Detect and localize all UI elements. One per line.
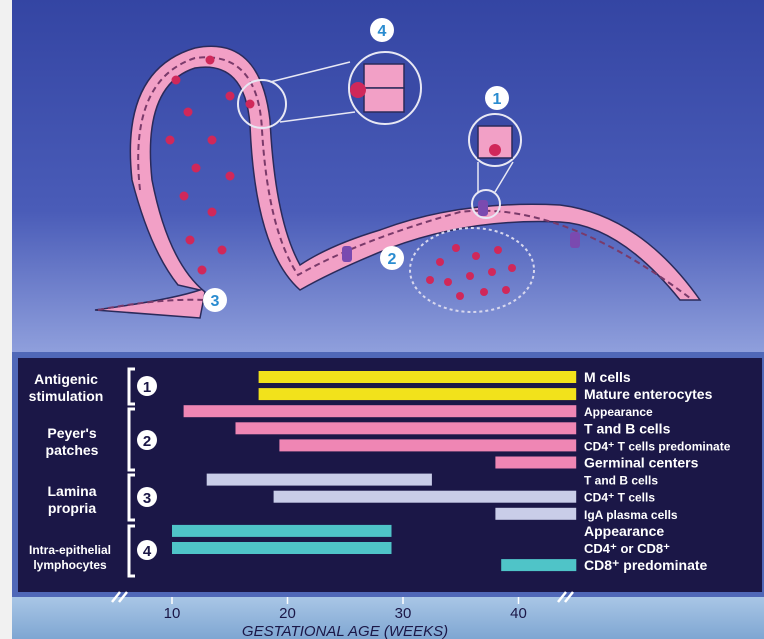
timeline-bar (259, 388, 577, 400)
intraepithelial-lymphocyte (350, 82, 366, 98)
bar-label: IgA plasma cells (584, 508, 678, 522)
x-tick-label: 40 (510, 605, 527, 622)
m-cell (570, 232, 580, 248)
timeline-bar (274, 491, 577, 503)
bar-label: CD8⁺ predominate (584, 557, 708, 573)
x-tick-label: 30 (395, 605, 412, 622)
svg-text:3: 3 (143, 490, 151, 507)
timeline-bar (172, 542, 392, 554)
group-number-2: 2 (137, 430, 157, 450)
bar-label: Appearance (584, 405, 653, 419)
group-number-3: 3 (137, 487, 157, 507)
timeline-bar (495, 457, 576, 469)
left-margin-strip (0, 0, 12, 639)
timeline-bar (259, 371, 577, 383)
bar-label: T and B cells (584, 420, 671, 436)
x-tick-label: 20 (279, 605, 296, 622)
group-number-1: 1 (137, 376, 157, 396)
m-cell (478, 200, 488, 216)
svg-text:2: 2 (388, 251, 397, 268)
svg-text:3: 3 (211, 293, 220, 310)
timeline-bar (207, 474, 432, 486)
timeline-bar (495, 508, 576, 520)
timeline-bar (279, 439, 576, 451)
bar-label: CD4⁺ T cells predominate (584, 439, 731, 453)
bar-label: Mature enterocytes (584, 386, 713, 402)
bar-label: CD4⁺ T cells (584, 491, 655, 505)
bar-label: T and B cells (584, 474, 658, 488)
x-axis-label: GESTATIONAL AGE (WEEKS) (242, 623, 448, 639)
timeline-bar (236, 422, 577, 434)
timeline-bar (501, 559, 576, 571)
enterocyte-cell (364, 64, 404, 88)
svg-text:4: 4 (378, 23, 387, 40)
group-number-4: 4 (137, 540, 157, 560)
top-marker-4: 4 (370, 18, 394, 42)
top-marker-3: 3 (203, 288, 227, 312)
x-tick-label: 10 (164, 605, 181, 622)
timeline-bar (172, 525, 392, 537)
bar-label: Germinal centers (584, 455, 699, 471)
bar-label: M cells (584, 369, 631, 385)
m-cell-lymphocyte (489, 144, 501, 156)
bar-label: Appearance (584, 523, 664, 539)
top-marker-1: 1 (485, 86, 509, 110)
timeline-bar (184, 405, 577, 417)
svg-text:4: 4 (143, 543, 152, 560)
enterocyte-cell (364, 88, 404, 112)
m-cell (342, 246, 352, 262)
svg-text:1: 1 (493, 91, 502, 108)
svg-text:1: 1 (143, 379, 151, 396)
svg-text:2: 2 (143, 433, 151, 450)
top-marker-2: 2 (380, 246, 404, 270)
bar-label: CD4⁺ or CD8⁺ (584, 541, 670, 556)
